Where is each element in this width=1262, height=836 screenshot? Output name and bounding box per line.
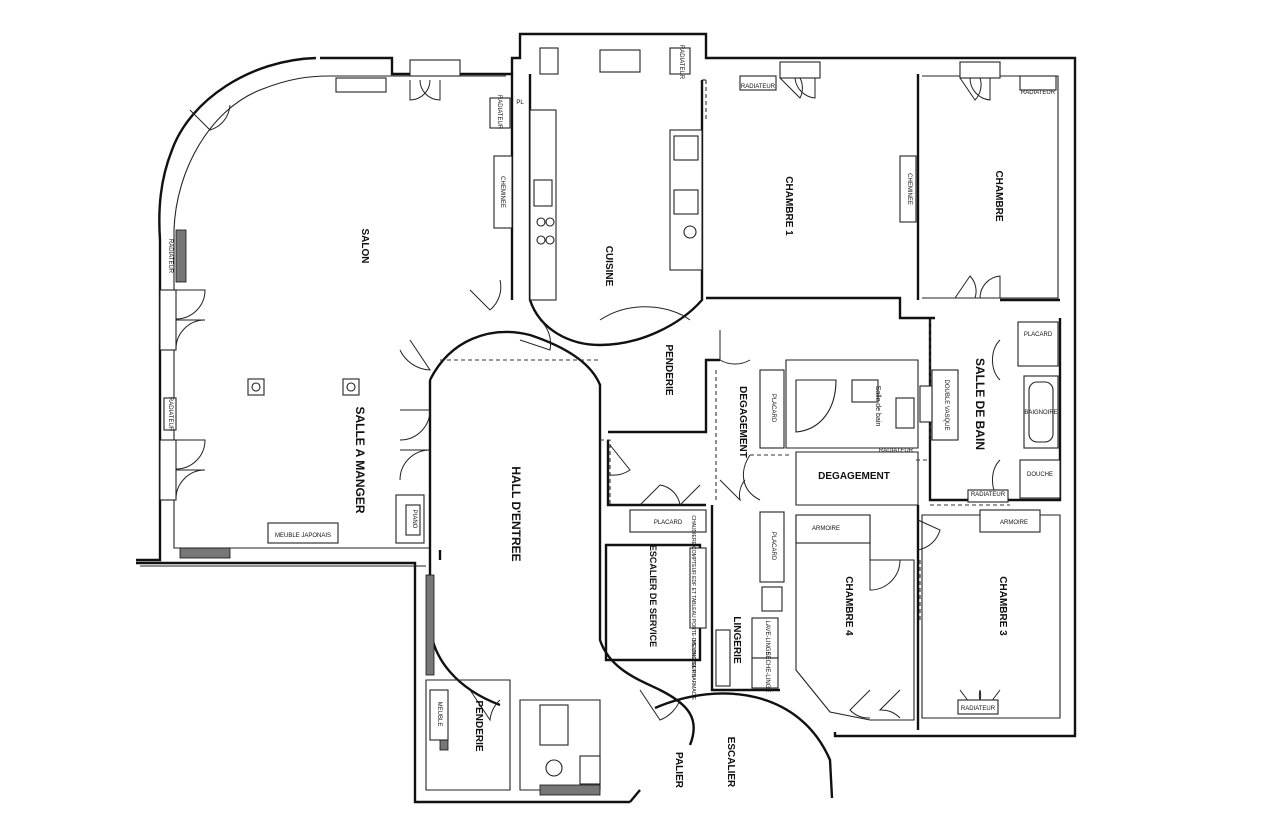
room-label-chambre: CHAMBRE bbox=[993, 170, 1004, 221]
label-baignoire: BAIGNOIRE bbox=[1024, 410, 1057, 416]
room-label-penderie-bottom: PENDERIE bbox=[473, 700, 484, 751]
room-label-chambre-1: CHAMBRE 1 bbox=[783, 176, 794, 236]
label-meuble: MEUBLE bbox=[436, 702, 442, 727]
label-radiateur-salon-top: RADIATEUR bbox=[496, 95, 502, 130]
label-double-vasque: DOUBLE VASQUE bbox=[943, 380, 949, 431]
room-label-escalier-service: ESCALIER DE SERVICE bbox=[648, 545, 658, 647]
label-radiateur-ch: RADIATEUR bbox=[1021, 90, 1056, 96]
doors bbox=[175, 77, 1001, 722]
room-label-hall: HALL D'ENTREE bbox=[509, 466, 523, 561]
label-cheminee-salon: CHEMINEE bbox=[499, 176, 505, 208]
room-label-chambre-3: CHAMBRE 3 bbox=[997, 576, 1008, 636]
label-meuble-japonais: MEUBLE JAPONAIS bbox=[275, 533, 331, 539]
label-armoire-ch4: ARMOIRE bbox=[812, 526, 840, 532]
label-placard-hall: PLACARD bbox=[654, 520, 683, 526]
label-pl: PL bbox=[516, 100, 524, 106]
room-label-escalier: ESCALIER bbox=[725, 737, 736, 788]
fixtures bbox=[163, 75, 1061, 785]
exterior-walls bbox=[136, 32, 1077, 804]
room-label-degagement-vertical: DEGAGEMENT bbox=[737, 386, 748, 458]
room-label-chambre-4: CHAMBRE 4 bbox=[843, 576, 854, 636]
room-label-palier: PALIER bbox=[673, 752, 684, 789]
label-piano: PIANO bbox=[411, 510, 417, 529]
fixture-labels: RADIATEUR RADIATEUR CHEMINEE RADIATEUR P… bbox=[167, 45, 1058, 726]
room-label-penderie-top: PENDERIE bbox=[663, 344, 674, 395]
label-radiateur-ch3: RADIATEUR bbox=[961, 706, 996, 712]
room-label-salle-a-manger: SALLE A MANGER bbox=[353, 406, 367, 513]
label-lave-linge: LAVE-LINGE bbox=[764, 621, 770, 656]
interior-walls bbox=[173, 74, 1062, 799]
label-compteur: CHAUDIERE COMPTEUR EDF ET TABLEAU PORTE-… bbox=[690, 515, 696, 677]
label-radiateur-ch1: RADIATEUR bbox=[741, 84, 776, 90]
label-placard-sdb: PLACARD bbox=[1024, 332, 1053, 338]
label-pharmacie: MEUBLE DE PHARMACIE bbox=[690, 640, 696, 701]
dashed-lines bbox=[440, 80, 1010, 620]
room-label-salle-de-bain: SALLE DE BAIN bbox=[973, 358, 987, 450]
room-label-salon: SALON bbox=[359, 229, 370, 264]
windows bbox=[159, 47, 1001, 796]
label-radiateur-deg: RADIATEUR bbox=[879, 448, 914, 454]
room-label-lingerie: LINGERIE bbox=[731, 616, 742, 664]
room-label-cuisine: CUISINE bbox=[603, 246, 614, 287]
label-radiateur-cuisine: RADIATEUR bbox=[678, 45, 684, 80]
label-radiateur-sdb: RADIATEUR bbox=[971, 492, 1006, 498]
label-placard-deg: PLACARD bbox=[770, 394, 776, 423]
room-label-degagement-horizontal: DEGAGEMENT bbox=[818, 471, 890, 482]
room-label-salle-eau: Salle de bain bbox=[874, 386, 881, 427]
room-labels: SALON SALLE A MANGER CUISINE CHAMBRE 1 C… bbox=[353, 170, 1008, 788]
label-armoire-ch3: ARMOIRE bbox=[1000, 520, 1028, 526]
label-radiateur-sam: RADIATEUR bbox=[167, 397, 173, 432]
label-douche: DOUCHE bbox=[1027, 472, 1053, 478]
label-cheminee-ch1: CHEMINEE bbox=[906, 173, 912, 205]
label-seche-linge: SECHE-LINGE bbox=[764, 652, 770, 693]
label-radiateur-salon: RADIATEUR bbox=[167, 239, 173, 274]
label-placard-lingerie: PLACARD bbox=[770, 532, 776, 561]
